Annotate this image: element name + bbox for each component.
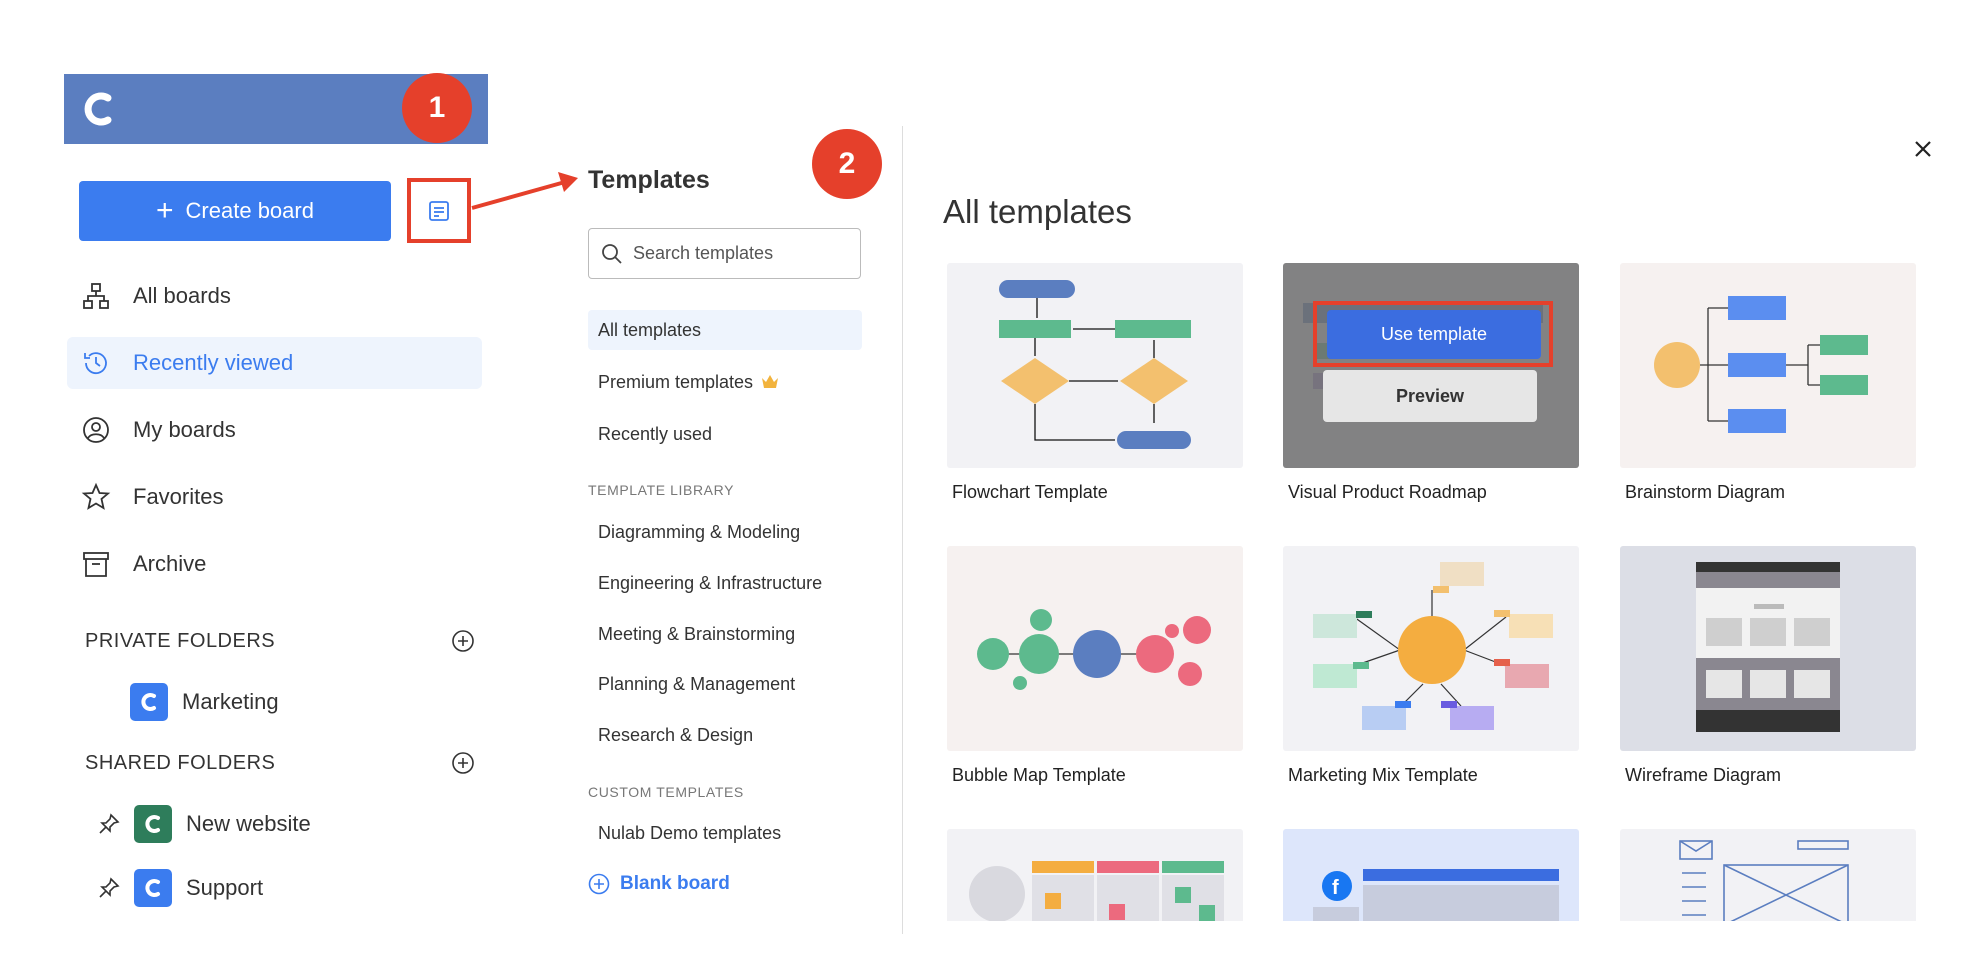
nav-all-templates[interactable]: All templates bbox=[588, 310, 862, 350]
sidebar-item-recently-viewed[interactable]: Recently viewed bbox=[67, 337, 482, 389]
use-template-button[interactable]: Use template bbox=[1327, 310, 1541, 359]
private-folders-header: PRIVATE FOLDERS bbox=[85, 629, 475, 653]
template-thumbnail bbox=[947, 263, 1243, 468]
close-icon[interactable] bbox=[1910, 136, 1936, 162]
preview-button[interactable]: Preview bbox=[1323, 370, 1537, 422]
nav-premium-templates[interactable]: Premium templates bbox=[588, 362, 862, 402]
template-card-wireframe-diagram[interactable]: Wireframe Diagram bbox=[1620, 546, 1916, 786]
template-thumbnail bbox=[969, 861, 1224, 921]
nav-planning-management[interactable]: Planning & Management bbox=[598, 673, 796, 694]
hierarchy-icon bbox=[83, 283, 109, 309]
history-icon bbox=[84, 352, 107, 375]
sidebar-item-favorites[interactable]: Favorites bbox=[67, 471, 482, 523]
annotation-arrow bbox=[471, 172, 578, 210]
archive-icon bbox=[83, 552, 109, 577]
crown-icon bbox=[762, 375, 779, 388]
template-card-flowchart[interactable]: Flowchart Template bbox=[947, 263, 1243, 503]
all-templates-title: All templates bbox=[943, 193, 1132, 230]
nav-engineering-infrastructure[interactable]: Engineering & Infrastructure bbox=[598, 572, 823, 593]
folder-logo-icon bbox=[134, 805, 172, 843]
user-circle-icon bbox=[83, 417, 109, 443]
panel-divider bbox=[902, 126, 903, 934]
add-circle-icon bbox=[588, 873, 610, 895]
folder-support[interactable]: Support bbox=[98, 869, 263, 907]
folder-marketing[interactable]: Marketing bbox=[130, 683, 279, 721]
template-thumbnail bbox=[1620, 546, 1916, 751]
add-circle-icon[interactable] bbox=[451, 751, 475, 775]
nav-research-design[interactable]: Research & Design bbox=[598, 724, 754, 745]
template-thumbnail bbox=[1620, 263, 1916, 468]
add-circle-icon[interactable] bbox=[451, 629, 475, 653]
template-thumbnail bbox=[1283, 546, 1579, 751]
nav-diagramming-modeling[interactable]: Diagramming & Modeling bbox=[598, 521, 801, 542]
template-icon bbox=[429, 200, 449, 221]
custom-templates-header: CUSTOM TEMPLATES bbox=[588, 784, 744, 800]
blank-board-button[interactable]: Blank board bbox=[588, 873, 730, 895]
sidebar-item-my-boards[interactable]: My boards bbox=[67, 404, 482, 456]
folder-logo-icon bbox=[134, 869, 172, 907]
nav-meeting-brainstorming[interactable]: Meeting & Brainstorming bbox=[598, 623, 796, 644]
templates-title: Templates bbox=[588, 166, 710, 194]
folder-new-website[interactable]: New website bbox=[98, 805, 311, 843]
search-box[interactable] bbox=[588, 228, 861, 279]
template-card-partial-3[interactable] bbox=[1620, 829, 1916, 921]
search-icon bbox=[602, 243, 622, 264]
shared-folders-header: SHARED FOLDERS bbox=[85, 751, 475, 775]
template-library-header: TEMPLATE LIBRARY bbox=[588, 482, 735, 498]
svg-text:f: f bbox=[1332, 877, 1339, 899]
sidebar-item-archive[interactable]: Archive bbox=[67, 538, 482, 590]
template-thumbnail bbox=[947, 546, 1243, 751]
use-template-highlight: Use template bbox=[1313, 301, 1553, 367]
templates-button[interactable] bbox=[407, 178, 471, 243]
template-card-bubble-map[interactable]: Bubble Map Template bbox=[947, 546, 1243, 786]
template-card-visual-product-roadmap[interactable]: Use template Preview Visual Product Road… bbox=[1283, 263, 1579, 503]
template-card-brainstorm-diagram[interactable]: Brainstorm Diagram bbox=[1620, 263, 1916, 503]
pin-icon[interactable] bbox=[98, 813, 120, 835]
template-card-partial-1[interactable] bbox=[947, 829, 1243, 921]
annotation-step-1: 1 bbox=[402, 73, 472, 143]
annotation-step-2: 2 bbox=[812, 129, 882, 199]
sidebar-item-all-boards[interactable]: All boards bbox=[67, 270, 482, 322]
folder-logo-icon bbox=[130, 683, 168, 721]
template-thumbnail: f bbox=[1313, 869, 1559, 921]
template-thumbnail bbox=[1679, 840, 1849, 921]
nav-recently-used[interactable]: Recently used bbox=[598, 423, 713, 444]
template-thumbnail: Use template Preview bbox=[1283, 263, 1579, 468]
search-input[interactable] bbox=[633, 243, 833, 264]
nav-nulab-demo-templates[interactable]: Nulab Demo templates bbox=[598, 822, 782, 843]
star-icon bbox=[81, 482, 111, 510]
create-board-button[interactable]: + Create board bbox=[79, 181, 391, 241]
template-card-marketing-mix[interactable]: Marketing Mix Template bbox=[1283, 546, 1579, 786]
pin-icon[interactable] bbox=[98, 877, 120, 899]
template-card-partial-2[interactable]: f bbox=[1283, 829, 1579, 921]
plus-icon: + bbox=[156, 194, 174, 227]
cacoo-logo-icon[interactable] bbox=[78, 88, 120, 130]
